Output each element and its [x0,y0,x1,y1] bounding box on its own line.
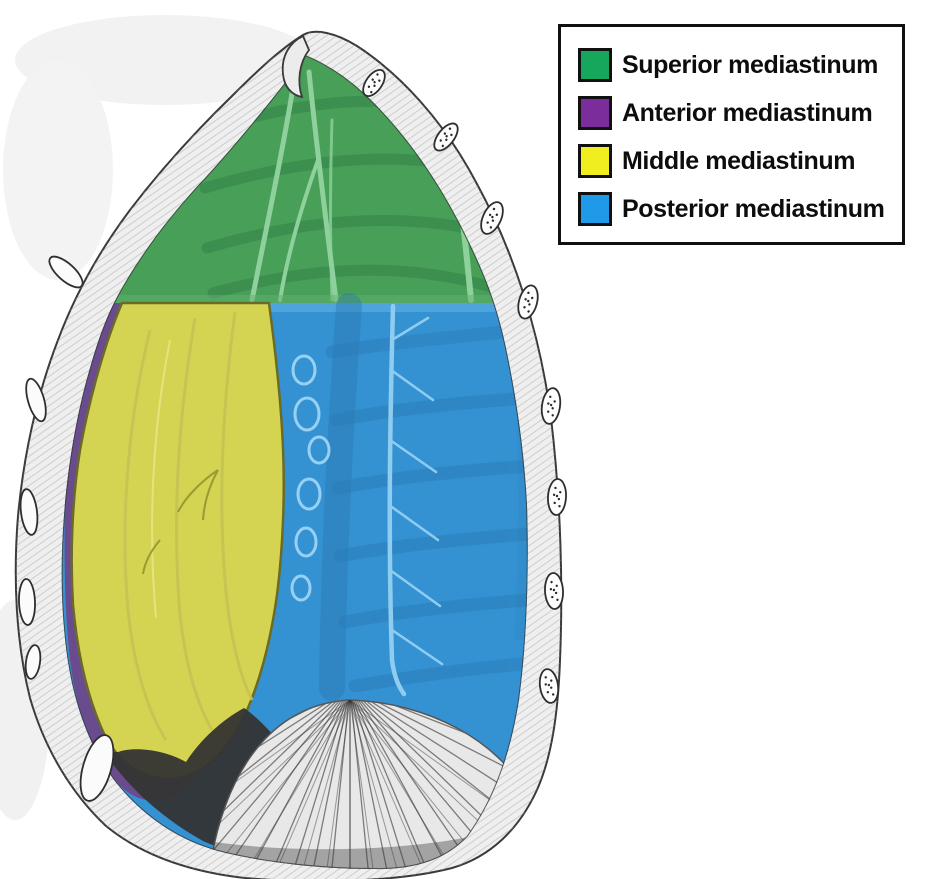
region-boundary-highlight-green [61,295,528,303]
legend-label-anterior: Anterior mediastinum [622,98,873,127]
pericardial-veins [142,469,219,575]
sternum-apex-curl [281,34,311,99]
legend-label-superior: Superior mediastinum [622,50,878,79]
middle-mediastinum-region [70,301,285,781]
legend-swatch-posterior [578,192,612,226]
legend-swatch-anterior [578,96,612,130]
hilum-vessel-rings [290,354,331,602]
legend-label-posterior: Posterior mediastinum [622,194,885,223]
legend-swatch-superior [578,48,612,82]
costal-cartilage-sections [18,255,115,802]
legend: Superior mediastinum Anterior mediastinu… [558,24,905,245]
legend-swatch-middle [578,144,612,178]
rib-sections [362,68,567,704]
azygos-vein-line [387,303,444,697]
legend-item-superior: Superior mediastinum [578,41,902,89]
legend-item-middle: Middle mediastinum [578,137,902,185]
legend-item-posterior: Posterior mediastinum [578,185,902,233]
legend-label-middle: Middle mediastinum [622,146,856,175]
region-boundary-highlight-blue [61,303,528,312]
legend-item-anterior: Anterior mediastinum [578,89,902,137]
